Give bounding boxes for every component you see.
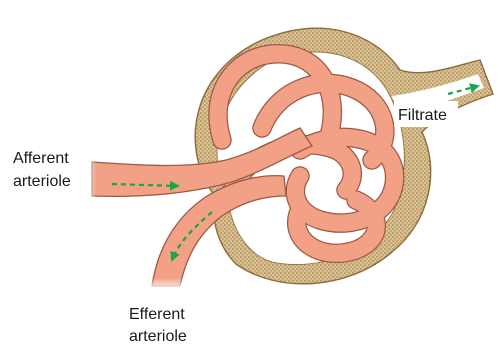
efferent-label-line1: Efferent: [129, 306, 185, 323]
afferent-label-line2: arteriole: [13, 173, 71, 190]
afferent-label-line1: Afferent: [13, 150, 69, 167]
efferent-label-line2: arteriole: [129, 328, 187, 345]
filtrate-label: Filtrate: [398, 107, 447, 124]
